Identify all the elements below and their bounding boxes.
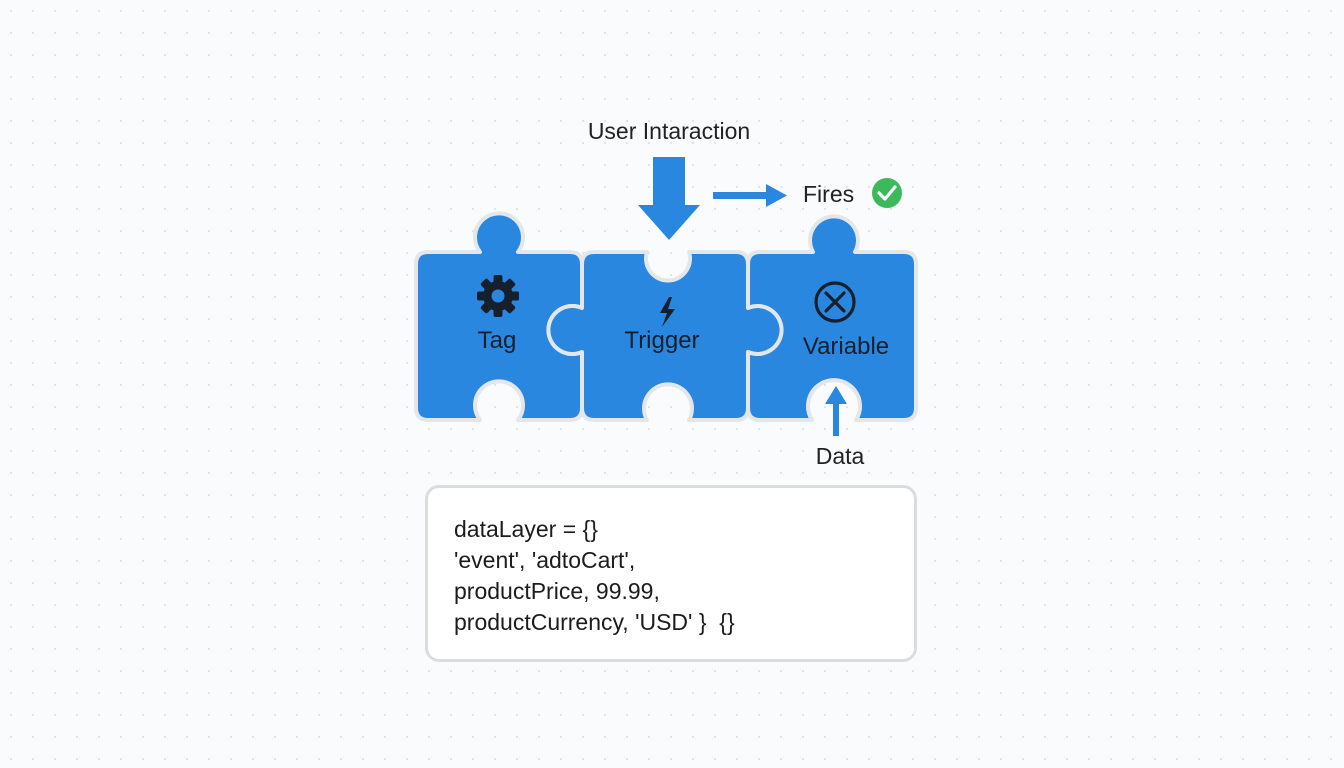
- user-interaction-label: User Intaraction: [588, 118, 750, 144]
- lightning-icon: [660, 297, 675, 327]
- down-arrow: [638, 157, 700, 240]
- trigger-label: Trigger: [624, 327, 699, 354]
- tag-label: Tag: [478, 327, 517, 354]
- puzzle-piece-trigger: [546, 250, 784, 422]
- puzzle-piece-variable: [746, 214, 918, 422]
- code-line: 'event', 'adtoCart',: [454, 547, 636, 573]
- fires-arrow: [713, 184, 787, 207]
- check-icon: [872, 178, 902, 208]
- variable-label: Variable: [803, 333, 889, 360]
- gear-icon: [477, 275, 519, 317]
- code-line: productPrice, 99.99,: [454, 578, 660, 604]
- code-box: dataLayer = {} 'event', 'adtoCart', prod…: [425, 485, 917, 662]
- code-line: dataLayer = {}: [454, 516, 598, 542]
- circle-x-icon: [814, 281, 856, 323]
- data-label: Data: [816, 443, 865, 469]
- data-arrow: [825, 386, 847, 436]
- fires-label: Fires: [803, 181, 854, 207]
- code-line: productCurrency, 'USD' } {}: [454, 609, 735, 635]
- puzzle-group: [414, 211, 918, 422]
